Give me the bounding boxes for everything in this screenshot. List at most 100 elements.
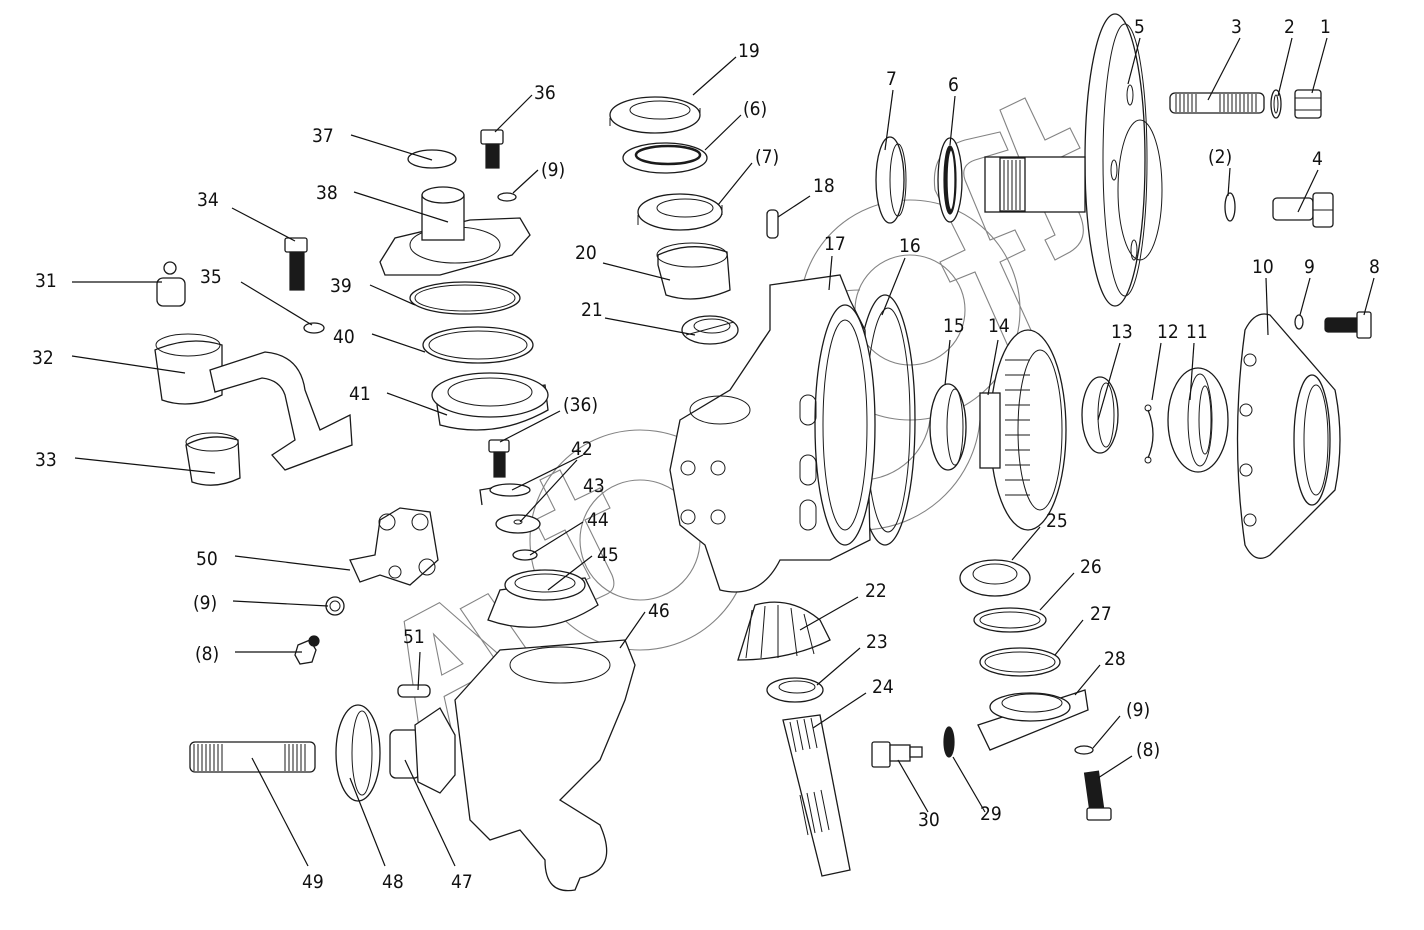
part-6-oil-seal	[937, 137, 963, 223]
callout: 15	[943, 315, 965, 386]
part-19-ring	[609, 96, 701, 134]
part-number-label: 9	[1304, 256, 1315, 278]
leader-line	[777, 195, 811, 218]
part-number-label: 33	[35, 449, 57, 471]
callout: 4	[1297, 148, 1323, 213]
leader-line	[74, 457, 216, 474]
part-number-label: 6	[948, 74, 959, 96]
part-24-shaft	[782, 714, 851, 877]
part-30-drain-plug	[871, 741, 923, 768]
leader-line	[704, 114, 742, 151]
callout: 39	[330, 275, 416, 306]
part-number-label: 15	[943, 315, 965, 337]
part-number-label: 24	[872, 676, 894, 698]
callout: 22	[799, 580, 887, 631]
part-number-label: 25	[1046, 510, 1068, 532]
callout: 40	[333, 326, 426, 353]
part-38-cover	[379, 186, 531, 276]
callout: 47	[404, 759, 473, 893]
part-number-label: 44	[587, 509, 609, 531]
part-18-pin	[766, 209, 779, 239]
callout: 28	[1074, 648, 1126, 696]
leader-line	[404, 759, 456, 867]
part-29-seal-washer	[943, 726, 955, 758]
part-7b-bearing	[637, 193, 723, 231]
part-number-label: 49	[302, 871, 324, 893]
callout: 34	[197, 189, 296, 242]
callout: 48	[349, 777, 404, 893]
part-number-label: 51	[403, 626, 425, 648]
callout: 23	[816, 631, 888, 686]
part-42-lock-plate	[479, 483, 531, 506]
part-number-label: 21	[581, 299, 603, 321]
part-number-label: (6)	[743, 98, 767, 120]
leader-line	[1092, 715, 1121, 749]
part-37-cap	[407, 149, 457, 169]
callout: 20	[575, 242, 671, 281]
leader-line	[511, 454, 584, 491]
leader-line	[987, 339, 999, 396]
part-number-label: 35	[200, 266, 222, 288]
leader-line	[369, 284, 416, 306]
leader-line	[897, 759, 929, 813]
callout: 41	[349, 383, 448, 416]
part-26-shim	[973, 607, 1047, 633]
callout: 30	[897, 759, 940, 831]
part-10-side-cover	[1236, 313, 1341, 559]
part-22-bevel-pinion	[737, 601, 831, 661]
parts	[154, 13, 1372, 892]
part-number-label: 22	[865, 580, 887, 602]
callout: 32	[32, 347, 186, 374]
callout: 26	[1039, 556, 1102, 611]
part-number-label: 2	[1284, 16, 1295, 38]
callout: 18	[777, 175, 835, 218]
leader-line	[417, 651, 421, 691]
callout: 10	[1252, 256, 1274, 336]
callout: (8)	[195, 643, 302, 665]
callout: 38	[316, 182, 449, 223]
callout: 24	[812, 676, 894, 729]
leader-line	[71, 355, 186, 374]
callout: 50	[196, 548, 351, 571]
callout: (2)	[1208, 146, 1232, 197]
part-number-label: 41	[349, 383, 371, 405]
part-1-nut	[1294, 89, 1322, 119]
part-number-label: 16	[899, 235, 921, 257]
part-9-washer	[1294, 314, 1304, 330]
part-11-bearing	[1167, 367, 1229, 473]
part-25-bearing	[959, 559, 1031, 597]
part-number-label: 50	[196, 548, 218, 570]
leader-line	[944, 339, 951, 386]
part-9d-washer	[1074, 745, 1094, 755]
part-49-input-shaft	[189, 741, 316, 773]
part-number-label: 32	[32, 347, 54, 369]
part-number-label: 43	[583, 475, 605, 497]
part-number-label: 11	[1186, 321, 1208, 343]
leader-line	[512, 169, 539, 194]
part-39-oring	[409, 281, 521, 315]
leader-line	[349, 777, 386, 867]
part-number-label: 17	[824, 233, 846, 255]
callout: 29	[952, 756, 1002, 825]
part-number-label: (7)	[755, 146, 779, 168]
callout: 11	[1186, 321, 1208, 401]
callout: 9	[1299, 256, 1315, 316]
part-36-bolt	[480, 129, 504, 169]
leader-line	[619, 611, 646, 649]
callout: (9)	[512, 159, 565, 194]
part-number-label: 46	[648, 600, 670, 622]
callout: (7)	[717, 146, 779, 206]
callout: (9)	[1092, 699, 1150, 749]
part-number-label: 31	[35, 270, 57, 292]
part-number-label: (36)	[563, 394, 598, 416]
part-9b-washer	[497, 192, 517, 202]
leader-line	[529, 521, 584, 556]
leader-line	[1363, 277, 1375, 316]
part-number-label: (8)	[1136, 739, 1160, 761]
leader-line	[1299, 277, 1311, 316]
part-4-bolt	[1272, 192, 1334, 228]
part-number-label: 13	[1111, 321, 1133, 343]
callout-layer: 123(2)45678910111213141516171819(6)(7)20…	[32, 16, 1380, 893]
leader-line	[1074, 664, 1101, 696]
part-number-label: 20	[575, 242, 597, 264]
